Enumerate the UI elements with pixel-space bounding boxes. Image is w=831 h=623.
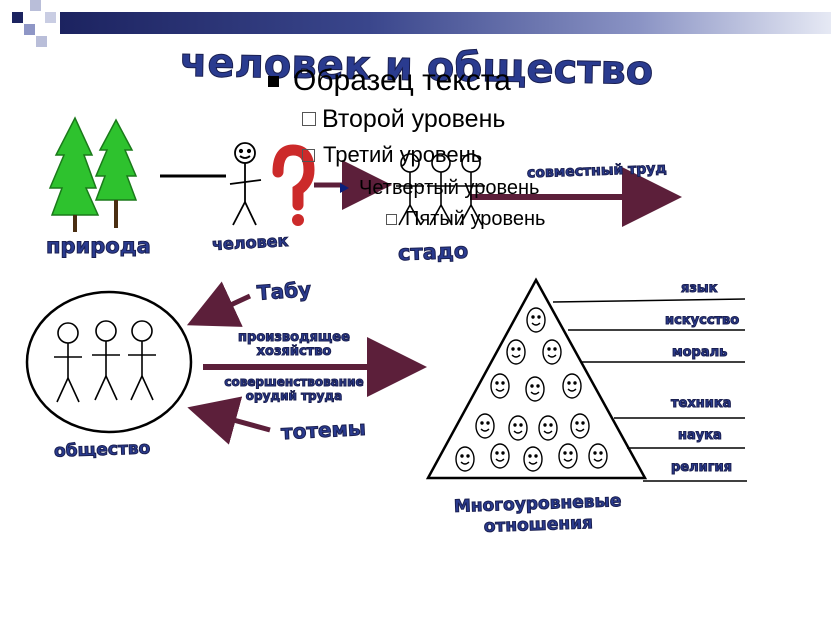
smiley-face-icon	[526, 307, 546, 333]
hollow-square-bullet-icon	[386, 213, 397, 225]
label-nature: природа	[46, 234, 152, 259]
smiley-face-icon	[508, 415, 528, 441]
smiley-face-icon	[455, 446, 475, 472]
label-multilevel-relations: Многоуровневые отношения	[453, 491, 622, 538]
pyramid-faces	[455, 307, 608, 472]
society-ellipse	[25, 290, 193, 434]
bullet-text: Третий уровень	[323, 142, 483, 167]
arrow-taboo	[186, 281, 252, 327]
pyramid-label: техника	[670, 396, 732, 412]
question-mark-icon	[272, 144, 315, 226]
stick-figure-herd	[396, 153, 485, 226]
bullet-level-3: Третий уровень	[302, 138, 545, 172]
triangle-bullet-icon	[340, 183, 349, 193]
label-society: общество	[53, 438, 151, 462]
hollow-square-bullet-icon	[302, 148, 315, 162]
corner-square-light	[30, 0, 41, 11]
bullet-level-2: Второй уровень	[302, 100, 545, 138]
smiley-face-icon	[542, 339, 562, 365]
bullet-text: Образец текста	[293, 64, 511, 97]
square-bullet-icon	[268, 75, 279, 87]
pyramid-label-lines	[552, 298, 747, 482]
stick-figure-human	[229, 142, 262, 226]
smiley-face-icon	[558, 443, 578, 469]
label-taboo: Табу	[256, 277, 313, 306]
bullet-level-5: Пятый уровень	[386, 204, 545, 234]
corner-square-light	[45, 12, 56, 23]
smiley-face-icon	[490, 443, 510, 469]
stick-figure-society	[54, 320, 156, 403]
label-totems: тотемы	[280, 415, 367, 445]
label-producing-economy: производящее хозяйство	[238, 330, 351, 359]
bullet-text: Пятый уровень	[405, 207, 546, 230]
label-human: человек	[211, 231, 289, 255]
smiley-face-icon	[475, 413, 495, 439]
corner-square-dark	[12, 12, 23, 23]
smiley-face-icon	[506, 339, 526, 365]
corner-square-mid	[24, 24, 35, 35]
bullet-level-1: Образец текста	[268, 62, 545, 100]
smiley-face-icon	[588, 443, 608, 469]
smiley-face-icon	[525, 376, 545, 402]
bullet-text: Четвертый уровень	[359, 176, 540, 199]
corner-square-light	[36, 36, 47, 47]
hollow-square-bullet-icon	[302, 112, 316, 126]
arrow-totems	[187, 396, 271, 445]
smiley-face-icon	[490, 373, 510, 399]
bullet-text: Второй уровень	[322, 104, 506, 133]
label-herd: стадо	[397, 238, 469, 266]
tree-icon	[48, 116, 100, 232]
smiley-face-icon	[570, 413, 590, 439]
smiley-face-icon	[538, 415, 558, 441]
pyramid-label: мораль	[671, 345, 728, 361]
pyramid-label: искусство	[664, 313, 740, 329]
header-gradient-bar	[60, 12, 831, 34]
bullet-level-4: Четвертый уровень	[340, 172, 545, 204]
tree-icon	[94, 118, 138, 228]
placeholder-bullet-list: Образец текста Второй уровень Третий уро…	[268, 62, 545, 234]
smiley-face-icon	[523, 446, 543, 472]
smiley-face-icon	[562, 373, 582, 399]
pyramid-label: религия	[670, 460, 733, 476]
pyramid-label: наука	[678, 428, 723, 444]
pyramid-label: язык	[680, 281, 718, 297]
label-improving-tools: совершенствование орудий труда	[224, 375, 364, 404]
